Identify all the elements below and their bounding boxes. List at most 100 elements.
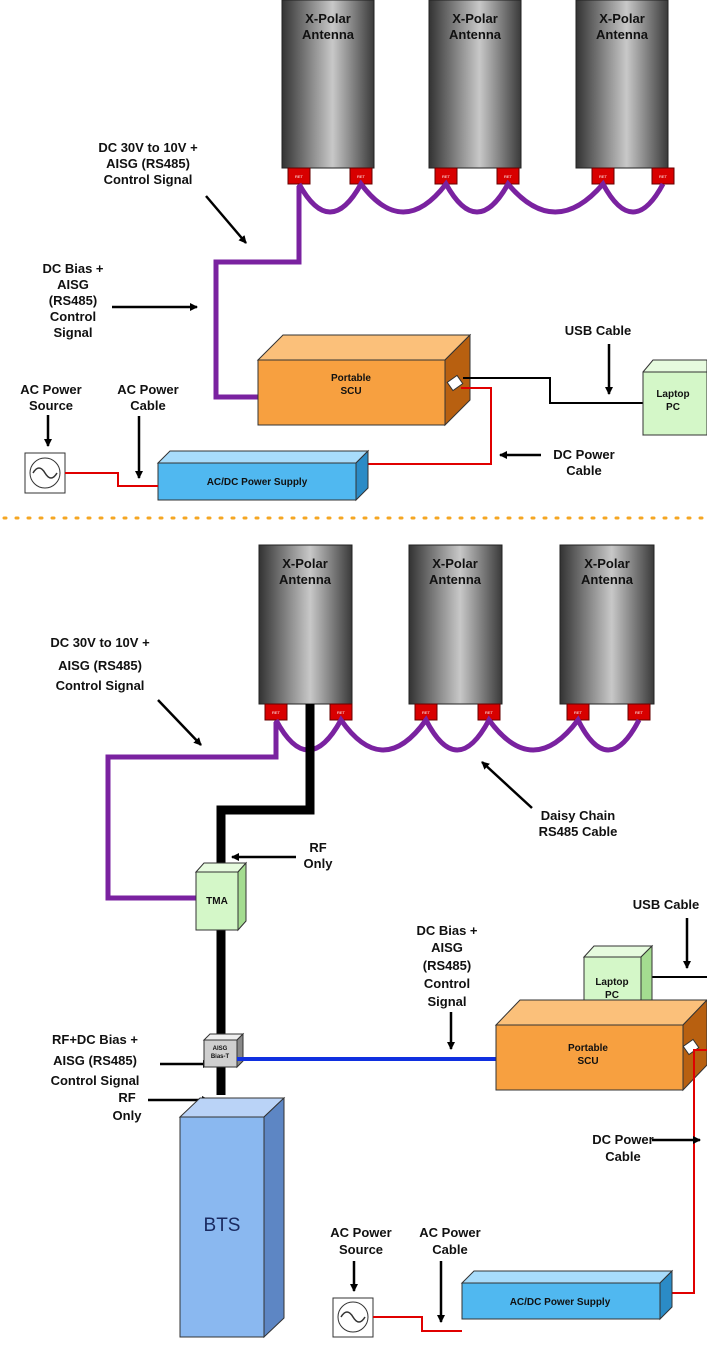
svg-text:RET: RET	[599, 174, 608, 179]
top-dc-power-line1: DC Power	[553, 447, 614, 462]
svg-text:RET: RET	[442, 174, 451, 179]
bottom-dc-power-line2: Cable	[605, 1149, 640, 1164]
bottom-ac-source-line2: Source	[339, 1242, 383, 1257]
bottom-antenna-3: X-Polar Antenna	[559, 544, 655, 705]
bottom-dcbias-line2: AISG	[431, 940, 463, 955]
bottom-tma-label: TMA	[206, 896, 228, 907]
bottom-ac-cable-line2: Cable	[432, 1242, 467, 1257]
bottom-usb-label: USB Cable	[633, 897, 699, 912]
antenna-label-line2: Antenna	[429, 572, 482, 587]
bottom-scu-label-line1: Portable	[568, 1043, 608, 1054]
bottom-aisg-control-cable	[105, 722, 279, 901]
top-dcbias-line1: DC Bias +	[42, 261, 103, 276]
bottom-daisy-line1: Daisy Chain	[541, 808, 615, 823]
bottom-dc-arrow	[157, 699, 202, 746]
top-daisy-chain-cable	[296, 179, 666, 215]
bottom-laptop-line1: Laptop	[595, 977, 628, 988]
antenna-label-line2: Antenna	[279, 572, 332, 587]
bottom-dc-label-line2: AISG (RS485)	[58, 658, 142, 673]
top-ac-source-line2: Source	[29, 398, 73, 413]
bottom-dc-label-line3: Control Signal	[56, 678, 145, 693]
bottom-ac-power-source	[332, 1297, 374, 1338]
top-ret-units: RET RET RET RET RET RET	[287, 167, 675, 185]
bottom-bts-label: BTS	[204, 1215, 241, 1236]
top-antenna-3: X-Polar Antenna	[575, 0, 669, 169]
bottom-ret-units: RET RET RET RET RET RET	[264, 703, 651, 721]
antenna-label-line1: X-Polar	[599, 11, 645, 26]
bottom-section: X-Polar Antenna X-Polar Antenna X-Polar …	[50, 544, 707, 1339]
top-dc-arrow	[205, 195, 247, 244]
antenna-label-line2: Antenna	[449, 27, 502, 42]
bottom-aisg-bias-t: AISG Bias-T	[202, 1032, 245, 1069]
svg-text:RET: RET	[574, 710, 583, 715]
top-dc-power-line2: Cable	[566, 463, 601, 478]
bottom-dc-power-cable	[661, 1049, 707, 1294]
ret-unit: RET	[627, 703, 651, 721]
antenna-label-line2: Antenna	[596, 27, 649, 42]
bottom-bts: BTS	[178, 1096, 286, 1339]
antenna-label-line1: X-Polar	[305, 11, 351, 26]
bottom-psu-label: AC/DC Power Supply	[510, 1297, 611, 1308]
top-laptop-line2: PC	[666, 402, 680, 413]
ret-unit: RET	[566, 703, 590, 721]
bottom-dc-label-line1: DC 30V to 10V +	[50, 635, 150, 650]
top-ac-power-cable	[65, 472, 158, 487]
top-dcbias-line5: Signal	[53, 325, 92, 340]
ret-unit: RET	[264, 703, 288, 721]
antenna-label-line2: Antenna	[581, 572, 634, 587]
bottom-ac-source-line1: AC Power	[330, 1225, 391, 1240]
bottom-dcbias-line1: DC Bias +	[416, 923, 477, 938]
bottom-rf-only-2-line1: RF	[118, 1090, 135, 1105]
bottom-dcbias-line4: Control	[424, 976, 470, 991]
bottom-scu-label-line2: SCU	[577, 1056, 598, 1067]
ret-unit: RET	[287, 167, 311, 185]
top-ac-source-line1: AC Power	[20, 382, 81, 397]
bottom-portable-scu: Portable SCU	[494, 999, 707, 1092]
top-ac-power-source	[24, 452, 66, 494]
top-antenna-1: X-Polar Antenna	[281, 0, 375, 169]
top-laptop-pc: Laptop PC	[642, 359, 707, 436]
antenna-label-line1: X-Polar	[282, 556, 328, 571]
top-ac-cable-line1: AC Power	[117, 382, 178, 397]
ret-unit: RET	[651, 167, 675, 185]
bottom-rf-only-1-line2: Only	[304, 856, 334, 871]
bottom-daisy-arrow	[481, 761, 533, 809]
top-ac-cable-line2: Cable	[130, 398, 165, 413]
svg-text:RET: RET	[659, 174, 668, 179]
antenna-label-line2: Antenna	[302, 27, 355, 42]
top-usb-label: USB Cable	[565, 323, 631, 338]
bottom-rf-only-1-line1: RF	[309, 840, 326, 855]
bottom-dcbias-line5: Signal	[427, 994, 466, 1009]
ret-unit: RET	[591, 167, 615, 185]
top-scu-label-line2: SCU	[340, 386, 361, 397]
svg-text:RET: RET	[485, 710, 494, 715]
bottom-antenna-2: X-Polar Antenna	[408, 544, 503, 705]
top-antenna-2: X-Polar Antenna	[428, 0, 522, 169]
svg-text:RET: RET	[504, 174, 513, 179]
top-ac-dc-power-supply: AC/DC Power Supply	[156, 449, 370, 502]
bottom-antenna-1: X-Polar Antenna	[258, 544, 353, 705]
ret-unit: RET	[329, 703, 353, 721]
top-dc-power-cable	[364, 387, 492, 465]
svg-text:RET: RET	[635, 710, 644, 715]
top-psu-label: AC/DC Power Supply	[207, 477, 308, 488]
top-dc-label-line1: DC 30V to 10V +	[98, 140, 198, 155]
top-dcbias-line3: (RS485)	[49, 293, 97, 308]
bottom-biast-line2: Bias-T	[211, 1054, 230, 1060]
top-dcbias-line2: AISG	[57, 277, 89, 292]
bottom-dcbias-line3: (RS485)	[423, 958, 471, 973]
top-aisg-control-cable	[213, 186, 302, 400]
bottom-daisy-chain-cable	[273, 715, 642, 753]
bottom-rfdc-line2: AISG (RS485)	[53, 1053, 137, 1068]
bottom-ac-cable-line1: AC Power	[419, 1225, 480, 1240]
svg-text:RET: RET	[422, 710, 431, 715]
top-scu-label-line1: Portable	[331, 373, 371, 384]
top-laptop-line1: Laptop	[656, 389, 689, 400]
bottom-rf-feeder-top	[216, 704, 315, 867]
bottom-ac-power-cable	[373, 1316, 462, 1332]
top-dc-label-line3: Control Signal	[104, 172, 193, 187]
bottom-rfdc-line1: RF+DC Bias +	[52, 1032, 138, 1047]
svg-text:RET: RET	[337, 710, 346, 715]
bottom-biast-line1: AISG	[213, 1046, 228, 1052]
